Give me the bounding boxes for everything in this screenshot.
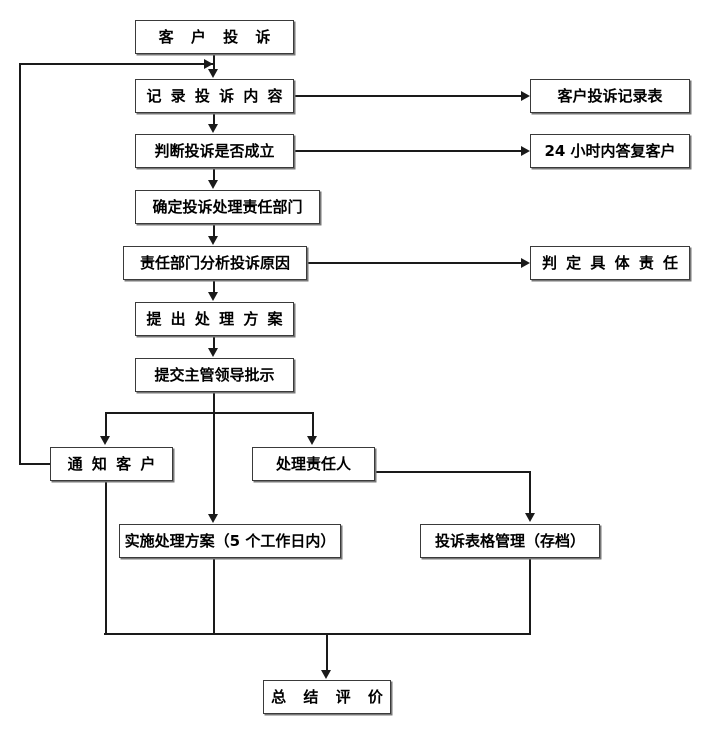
- node-analyze-cause[interactable]: 责任部门分析投诉原因: [123, 246, 307, 280]
- connector-split-left-leg: [105, 412, 107, 437]
- node-submit-leader[interactable]: 提交主管领导批示: [135, 358, 294, 392]
- connector-complaint-to-record: [213, 54, 215, 70]
- arrowhead-judge-valid: [208, 124, 218, 133]
- node-complaint-record-form[interactable]: 客户投诉记录表: [530, 79, 690, 113]
- connector-merge-to-summary: [326, 633, 328, 671]
- arrowhead-determine-responsibility: [521, 258, 530, 268]
- node-implement-plan[interactable]: 实施处理方案（5 个工作日内）: [119, 524, 341, 558]
- arrowhead-responsible-person: [307, 436, 317, 445]
- arrowhead-feedback-join: [204, 59, 213, 69]
- node-form-management[interactable]: 投诉表格管理（存档）: [420, 524, 600, 558]
- node-responsible-person[interactable]: 处理责任人: [252, 447, 375, 481]
- node-record-complaint[interactable]: 记 录 投 诉 内 容: [135, 79, 294, 113]
- connector-assign-to-analyze: [213, 224, 215, 237]
- connector-feedback-left-stub: [19, 463, 51, 465]
- connector-implement-to-merge: [213, 558, 215, 634]
- node-determine-responsibility[interactable]: 判 定 具 体 责 任: [530, 246, 690, 280]
- connector-judge-to-reply: [294, 150, 522, 152]
- connector-feedback-vertical: [19, 63, 21, 464]
- node-reply-within-24h[interactable]: 24 小时内答复客户: [530, 134, 690, 168]
- connector-submit-to-implement: [213, 392, 215, 517]
- connector-record-to-form: [294, 95, 522, 97]
- arrowhead-reply-within-24h: [521, 146, 530, 156]
- connector-form-to-merge: [529, 558, 531, 634]
- arrowhead-summary-evaluation: [321, 670, 331, 679]
- connector-judge-to-assign: [213, 168, 215, 181]
- connector-feedback-top: [19, 63, 214, 65]
- connector-split-right-leg: [312, 412, 314, 437]
- connector-notify-to-merge: [105, 481, 107, 634]
- arrowhead-assign-department: [208, 180, 218, 189]
- connector-analyze-to-propose: [213, 280, 215, 293]
- arrowhead-form-management: [525, 513, 535, 522]
- node-judge-valid[interactable]: 判断投诉是否成立: [135, 134, 294, 168]
- node-propose-plan[interactable]: 提 出 处 理 方 案: [135, 302, 294, 336]
- connector-propose-to-submit: [213, 336, 215, 349]
- connector-merge-bar: [104, 633, 531, 636]
- arrowhead-submit-leader: [208, 348, 218, 357]
- connector-split-bar: [105, 412, 314, 414]
- connector-record-to-judge: [213, 113, 215, 125]
- arrowhead-analyze-cause: [208, 236, 218, 245]
- arrowhead-record-complaint: [208, 69, 218, 78]
- connector-analyze-to-determine: [307, 262, 522, 264]
- connector-form-vertical: [529, 471, 531, 514]
- arrowhead-implement-plan: [208, 514, 218, 523]
- node-notify-customer[interactable]: 通 知 客 户: [50, 447, 173, 481]
- arrowhead-propose-plan: [208, 292, 218, 301]
- arrowhead-notify-customer: [100, 436, 110, 445]
- node-assign-department[interactable]: 确定投诉处理责任部门: [135, 190, 320, 224]
- node-summary-evaluation[interactable]: 总 结 评 价: [263, 680, 391, 714]
- node-customer-complaint[interactable]: 客 户 投 诉: [135, 20, 294, 54]
- connector-responsible-to-form: [375, 471, 530, 473]
- arrowhead-complaint-record-form: [521, 91, 530, 101]
